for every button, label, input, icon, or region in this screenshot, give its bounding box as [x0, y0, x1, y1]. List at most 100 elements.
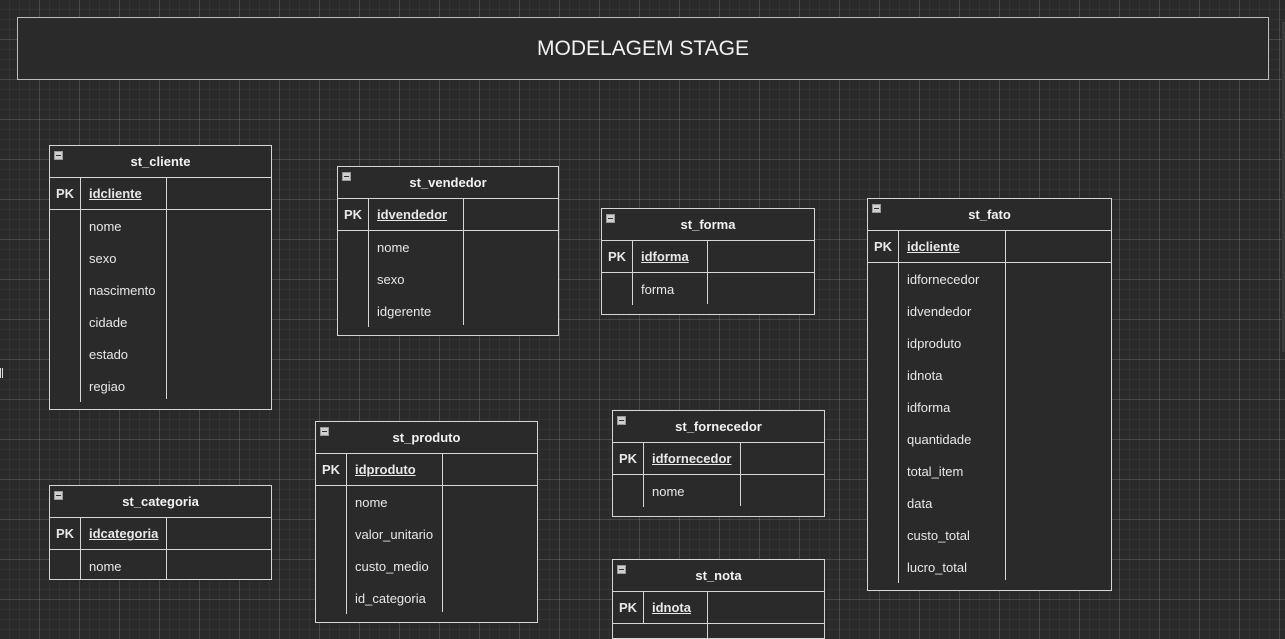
- field-row[interactable]: custo_medio: [316, 550, 537, 582]
- key-cell: [50, 338, 81, 370]
- field-row[interactable]: idvendedor: [868, 295, 1111, 327]
- field-name: id_categoria: [355, 590, 426, 606]
- field-row[interactable]: idfornecedor: [868, 263, 1111, 295]
- table-header[interactable]: st_fornecedor: [613, 411, 824, 443]
- field-name: estado: [89, 346, 129, 362]
- table-st-forma[interactable]: st_forma PK idforma forma: [601, 208, 815, 315]
- field-name: lucro_total: [907, 559, 967, 575]
- canvas-resize-handle[interactable]: [0, 368, 3, 378]
- table-header[interactable]: st_fato: [868, 199, 1111, 231]
- field-row[interactable]: quantidade: [868, 423, 1111, 455]
- field-name: quantidade: [907, 431, 972, 447]
- table-st-vendedor[interactable]: st_vendedor PK idvendedor nome sexo idge…: [337, 166, 559, 336]
- field-row[interactable]: idnota: [868, 359, 1111, 391]
- pk-label: PK: [868, 231, 899, 262]
- table-st-nota[interactable]: st_nota PK idnota: [612, 559, 825, 639]
- field-row[interactable]: lucro_total: [868, 551, 1111, 583]
- field-row[interactable]: nome: [613, 475, 824, 507]
- primary-key-row[interactable]: PK idcategoria: [50, 518, 271, 550]
- pk-field: idcategoria: [89, 526, 159, 541]
- primary-key-row[interactable]: PK idforma: [602, 241, 814, 273]
- field-name: nome: [377, 239, 410, 255]
- table-st-fornecedor[interactable]: st_fornecedor PK idfornecedor nome: [612, 410, 825, 517]
- primary-key-row[interactable]: PK idnota: [613, 592, 824, 624]
- field-row[interactable]: forma: [602, 273, 814, 305]
- field-row[interactable]: total_item: [868, 455, 1111, 487]
- collapse-icon[interactable]: [54, 151, 63, 160]
- key-cell: [868, 359, 899, 391]
- field-row[interactable]: nascimento: [50, 274, 271, 306]
- field-name: nome: [652, 483, 685, 499]
- field-name: idproduto: [907, 335, 962, 351]
- key-cell: [338, 295, 369, 327]
- key-cell: [338, 231, 369, 263]
- key-cell: [868, 487, 899, 519]
- pk-label: PK: [602, 241, 633, 272]
- table-header[interactable]: st_nota: [613, 560, 824, 592]
- pk-field: idfornecedor: [652, 451, 732, 466]
- field-name: idgerente: [377, 303, 432, 319]
- table-st-produto[interactable]: st_produto PK idproduto nome valor_unita…: [315, 421, 538, 623]
- table-header[interactable]: st_vendedor: [338, 167, 558, 199]
- table-header[interactable]: st_cliente: [50, 146, 271, 178]
- collapse-icon[interactable]: [617, 565, 626, 574]
- pk-label: PK: [316, 454, 347, 485]
- primary-key-row[interactable]: PK idcliente: [50, 178, 271, 210]
- canvas-scrollbar[interactable]: [1282, 22, 1285, 352]
- primary-key-row[interactable]: PK idproduto: [316, 454, 537, 486]
- pk-label: PK: [613, 592, 644, 623]
- collapse-icon[interactable]: [54, 491, 63, 500]
- field-name: total_item: [907, 463, 964, 479]
- field-row[interactable]: nome: [338, 231, 558, 263]
- field-row[interactable]: regiao: [50, 370, 271, 402]
- diagram-title-text: MODELAGEM STAGE: [537, 36, 749, 60]
- table-name: st_cliente: [130, 154, 191, 169]
- table-header[interactable]: st_produto: [316, 422, 537, 454]
- key-cell: [316, 518, 347, 550]
- field-row[interactable]: estado: [50, 338, 271, 370]
- table-header[interactable]: st_categoria: [50, 486, 271, 518]
- table-st-fato[interactable]: st_fato PK idcliente idfornecedor idvend…: [867, 198, 1112, 591]
- key-cell: [868, 391, 899, 423]
- table-name: st_nota: [695, 568, 742, 583]
- field-row[interactable]: nome: [50, 550, 271, 579]
- table-header[interactable]: st_forma: [602, 209, 814, 241]
- field-row[interactable]: valor_unitario: [316, 518, 537, 550]
- key-cell: [338, 263, 369, 295]
- pk-field: idvendedor: [377, 207, 448, 222]
- key-cell: [602, 273, 633, 305]
- collapse-icon[interactable]: [872, 204, 881, 213]
- collapse-icon[interactable]: [320, 427, 329, 436]
- column-divider: [166, 518, 167, 579]
- field-row[interactable]: sexo: [50, 242, 271, 274]
- primary-key-row[interactable]: PK idfornecedor: [613, 443, 824, 475]
- table-name: st_vendedor: [409, 175, 487, 190]
- collapse-icon[interactable]: [617, 416, 626, 425]
- field-row[interactable]: cidade: [50, 306, 271, 338]
- primary-key-row[interactable]: PK idvendedor: [338, 199, 558, 231]
- field-row[interactable]: nome: [316, 486, 537, 518]
- pk-field: idproduto: [355, 462, 416, 477]
- field-name: sexo: [377, 271, 405, 287]
- field-row[interactable]: id_categoria: [316, 582, 537, 614]
- field-row[interactable]: data: [868, 487, 1111, 519]
- field-row[interactable]: idproduto: [868, 327, 1111, 359]
- column-divider: [1005, 231, 1006, 580]
- pk-field: idcliente: [89, 186, 142, 201]
- field-row[interactable]: idgerente: [338, 295, 558, 327]
- table-st-cliente[interactable]: st_cliente PK idcliente nome sexo nascim…: [49, 145, 272, 410]
- field-row[interactable]: nome: [50, 210, 271, 242]
- field-name: idvendedor: [907, 303, 972, 319]
- primary-key-row[interactable]: PK idcliente: [868, 231, 1111, 263]
- field-row[interactable]: sexo: [338, 263, 558, 295]
- field-name: nome: [89, 558, 122, 574]
- collapse-icon[interactable]: [342, 172, 351, 181]
- table-st-categoria[interactable]: st_categoria PK idcategoria nome: [49, 485, 272, 580]
- field-row[interactable]: custo_total: [868, 519, 1111, 551]
- field-row[interactable]: idforma: [868, 391, 1111, 423]
- key-cell: [868, 295, 899, 327]
- column-divider: [463, 199, 464, 325]
- diagram-title[interactable]: MODELAGEM STAGE: [17, 17, 1269, 80]
- collapse-icon[interactable]: [606, 214, 615, 223]
- pk-label: PK: [338, 199, 369, 230]
